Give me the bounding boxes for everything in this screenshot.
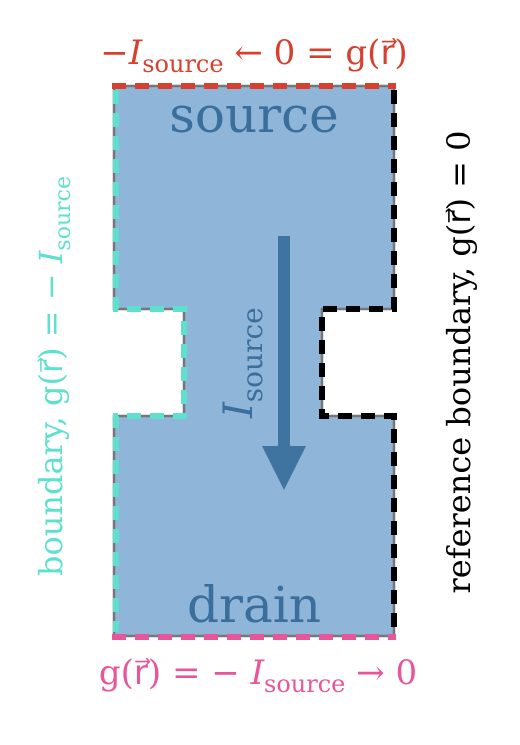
source-boundary-condition: −Isource ← 0 = g(r⃗)	[100, 33, 407, 78]
current-arrow-head	[262, 446, 306, 490]
top-sub: source	[142, 50, 223, 78]
top-minus: −	[100, 33, 129, 73]
current-label: Isource	[216, 307, 269, 419]
top-I: I	[128, 33, 143, 73]
bottom-lead: g(r⃗) = −	[99, 653, 251, 693]
reference-boundary-condition: reference boundary, g(r⃗) = 0	[440, 130, 478, 593]
bottom-sub: source	[264, 670, 345, 698]
top-rest: ← 0 = g(r⃗)	[224, 33, 408, 73]
drain-region-label: drain	[187, 576, 321, 634]
left-sub: source	[51, 176, 76, 251]
left-I: I	[32, 249, 70, 264]
current-subscript: source	[236, 307, 269, 402]
bottom-rest: → 0	[345, 653, 417, 693]
left-boundary-condition: boundary, g(r⃗) = − Isource	[32, 176, 76, 576]
source-region-label: source	[169, 86, 338, 144]
left-lead: boundary, g(r⃗) = −	[32, 263, 70, 576]
reference-boundary-line	[319, 90, 397, 636]
drain-boundary-condition: g(r⃗) = − Isource → 0	[99, 653, 417, 698]
bottom-I: I	[250, 653, 265, 693]
current-symbol: I	[216, 401, 262, 419]
